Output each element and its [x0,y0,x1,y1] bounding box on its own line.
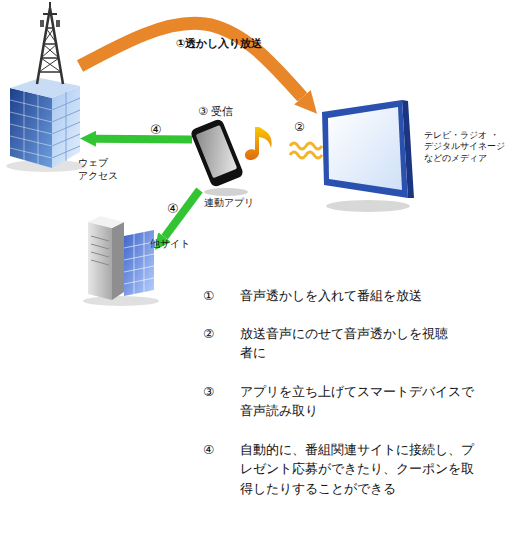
smartphone [190,118,245,188]
music-note [245,127,272,160]
grid-line [134,234,135,294]
server-side [112,222,124,300]
antenna-top [43,2,57,14]
slot-line [91,260,109,265]
list-number: ③ [203,382,214,401]
window-line [10,136,52,146]
server-slots [91,236,109,265]
broadcast-station: ウェブ アクセス [8,0,80,165]
grid-line [124,254,154,260]
window-line [66,92,67,161]
list-text: 音声透かしを入れて番組を放送 [240,286,490,305]
window-line [24,91,25,160]
smart-device: ③ 受信連動アプリ [192,118,242,190]
server-screen [124,230,154,296]
edge-label: ①透かし入り放送 [176,35,262,52]
shadow [326,200,410,212]
grid-line [144,232,145,292]
building-side-lines [52,92,80,161]
building-roof [10,78,80,98]
sound-wave [290,152,322,158]
building-windows [10,91,52,164]
list-text: 放送音声にのせて音声透かしを視聴者に [240,324,452,363]
tv-screen [328,107,402,190]
edge-label: ④ [167,199,179,219]
screen-grid [124,232,154,294]
phone-screen [196,125,238,178]
server-front [88,222,112,300]
tv-frame [322,100,408,198]
window-line [10,100,52,110]
web-access-arrow [96,135,192,144]
antenna-dish [40,20,44,27]
list-text: 自動的に、番組関連サイトに接続し、プレゼント応募ができたり、クーポンを取得したり… [240,440,486,498]
shadow [83,296,159,306]
broadcast-arc [80,23,302,97]
sound-wave [290,143,322,149]
node-label: ③ 受信 [198,105,233,119]
window-line [10,148,52,158]
grid-line [124,266,154,272]
slot-line [91,252,109,257]
other-site-server: 他サイト [85,213,155,301]
grid-line [124,242,154,248]
window-line [38,95,39,164]
other-site-arrow [165,190,200,237]
building-front [10,88,52,168]
tower-bars [39,28,61,72]
shadow [204,188,248,196]
node-label: テレビ・ラジオ ・デジタルサイネージ などのメディア [424,130,511,164]
antenna-dish [56,20,60,27]
edge-label: ④ [150,120,162,140]
step-number: ② [294,118,305,137]
node-label: ウェブ アクセス [78,157,124,182]
tower-legs [37,8,63,84]
phone-body [190,118,245,188]
list-number: ④ [203,440,214,459]
slot-line [91,236,109,241]
slot-line [91,244,109,249]
tower-braces [39,28,61,72]
list-number: ② [203,324,214,343]
node-label: 連動アプリ [204,197,254,210]
media-display: テレビ・ラジオ ・デジタルサイネージ などのメディア [320,98,414,202]
window-line [10,112,52,122]
list-number: ① [203,286,214,305]
antenna-tower [37,2,63,84]
list-text: アプリを立ち上げてスマートデバイスで音声読み取り [240,382,486,421]
window-line [10,124,52,134]
node-label: 他サイト [150,238,190,250]
server-top [88,216,124,228]
building-side [52,86,80,168]
grid-line [124,278,154,284]
